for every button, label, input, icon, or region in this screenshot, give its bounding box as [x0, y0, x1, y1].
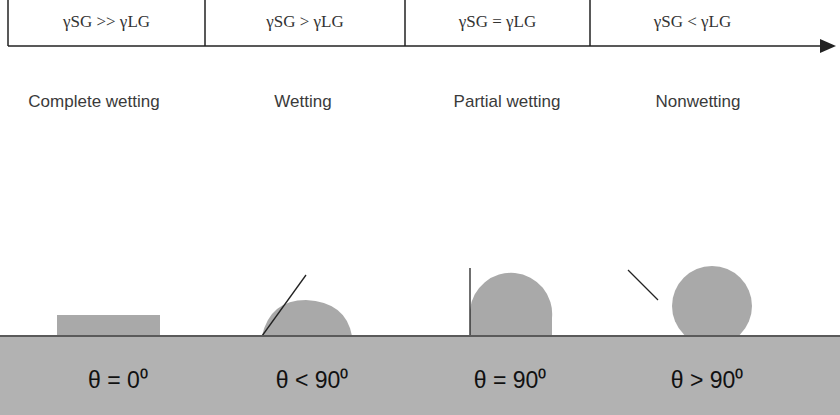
surface-energy-relation: γSG >> γLG — [63, 12, 150, 32]
surface-energy-relation: γSG > γLG — [266, 12, 344, 32]
wetting-regime-label: Wetting — [274, 92, 331, 112]
surface-energy-cell: γSG < γLG — [590, 0, 795, 44]
surface-energy-relation: γSG = γLG — [459, 12, 537, 32]
contact-angle-text: θ > 90⁰ — [671, 363, 744, 395]
contact-angle-text: θ = 90⁰ — [474, 363, 547, 395]
contact-angle-text: θ = 0⁰ — [88, 363, 148, 395]
wetting-regime-label: Partial wetting — [454, 92, 561, 112]
substrate-band: θ = 0⁰ θ < 90⁰ θ = 90⁰ θ > 90⁰ — [0, 335, 840, 415]
contact-angle-text: θ < 90⁰ — [276, 363, 349, 395]
surface-energy-relation: γSG < γLG — [654, 12, 732, 32]
surface-energy-cell: γSG > γLG — [205, 0, 405, 44]
surface-energy-cell: γSG >> γLG — [8, 0, 205, 44]
wetting-regime-label: Nonwetting — [655, 92, 740, 112]
surface-energy-cell: γSG = γLG — [405, 0, 590, 44]
wetting-regime-label: Complete wetting — [28, 92, 159, 112]
